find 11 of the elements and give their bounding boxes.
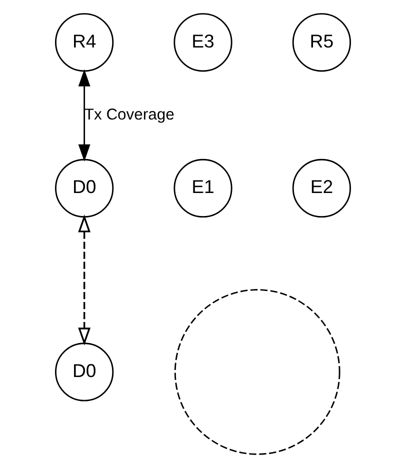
arrow	[78, 69, 90, 162]
node-circle: E1	[174, 158, 232, 218]
node-circle: D0	[55, 342, 114, 402]
node-circle	[174, 289, 340, 455]
edge-label: Tx Coverage	[84, 106, 174, 124]
node-circle: E3	[174, 13, 232, 72]
arrow	[78, 214, 91, 346]
node-circle: R4	[55, 13, 114, 72]
node-circle: D0	[55, 158, 114, 218]
node-circle: R5	[292, 13, 351, 72]
node-circle: E2	[292, 158, 351, 218]
